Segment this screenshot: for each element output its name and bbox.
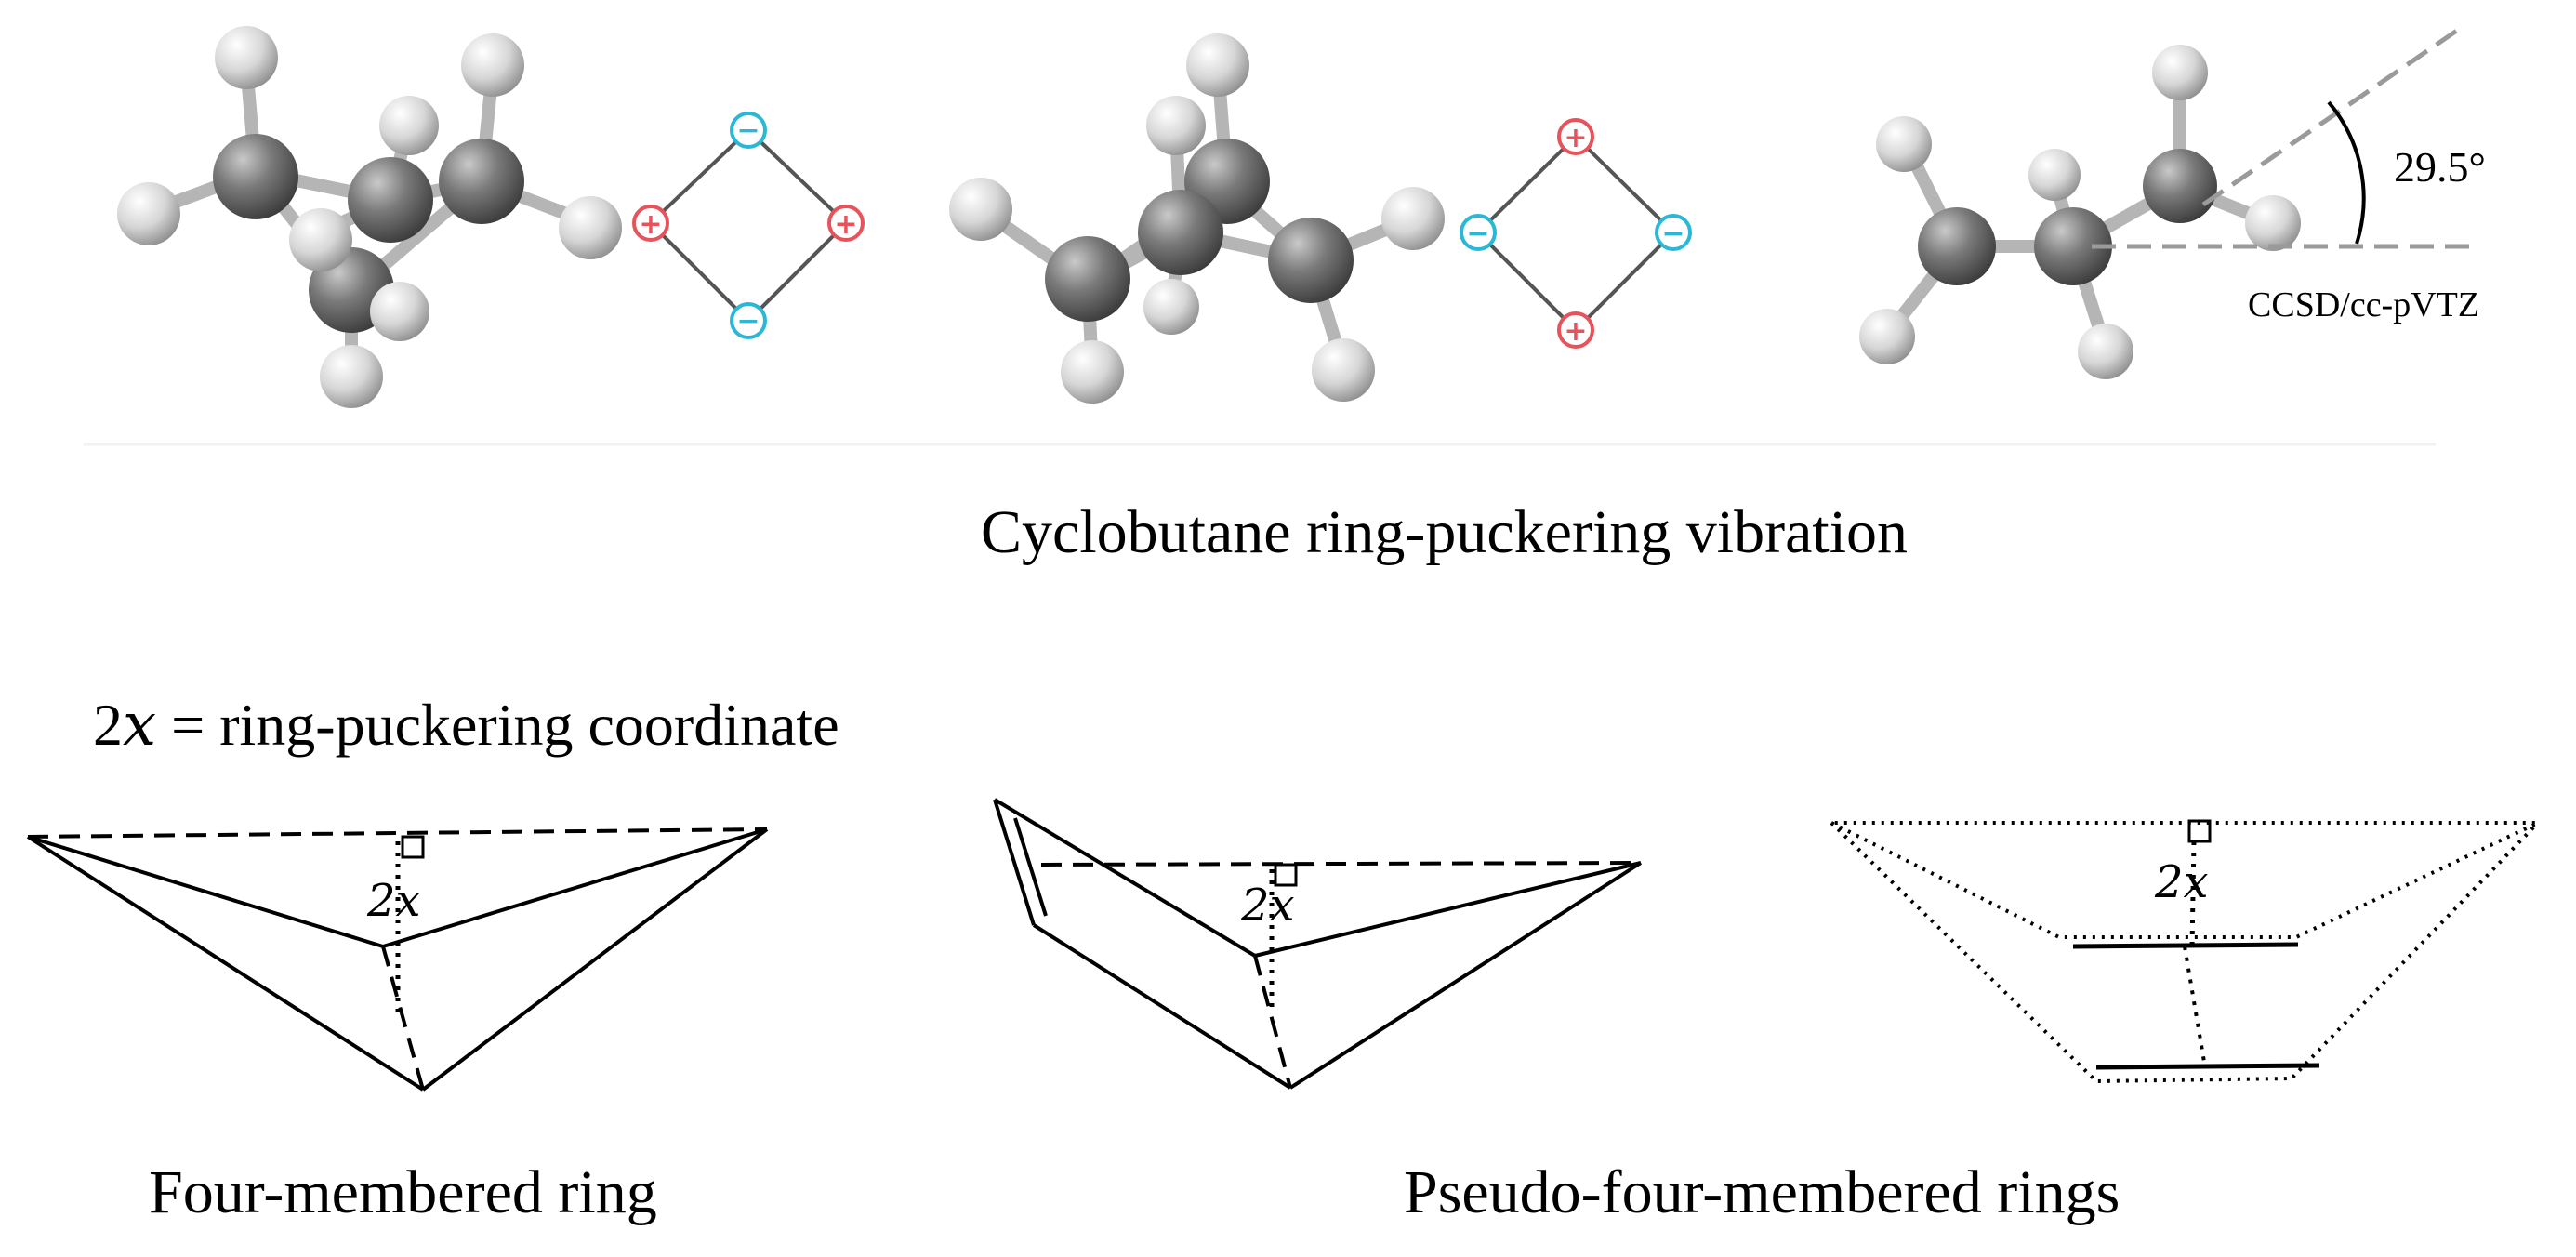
phase-b-top-sign: +: [1564, 122, 1587, 154]
caption-main: Cyclobutane ring-puckering vibration: [981, 498, 1909, 566]
coordinate-prefix: 2: [93, 692, 123, 758]
four-membered-ring-diagram: [26, 827, 769, 1092]
molecule-b: [949, 33, 1445, 404]
phase-b-bottom-sign: +: [1564, 315, 1587, 348]
diagram-label-right: 2x: [2154, 856, 2209, 908]
coordinate-text: = ring-puckering coordinate: [171, 692, 839, 758]
phase-b-right-sign: −: [1661, 218, 1684, 250]
angle-label: 29.5°: [2394, 143, 2486, 191]
caption-pseudo-four-membered-rings: Pseudo-four-membered rings: [1404, 1158, 2120, 1226]
diagram-label-middle: 2x: [1240, 880, 1295, 932]
phase-diagram-a: − + − +: [632, 112, 865, 339]
phase-a-left-sign: +: [639, 208, 662, 241]
molecule-a: [117, 26, 622, 408]
phase-diagram-b: + − + −: [1460, 118, 1692, 349]
pseudo-ring-diagram-2: [1830, 819, 2540, 1084]
top-panel: − + − +: [84, 23, 2486, 446]
coordinate-var: x: [123, 691, 157, 760]
bottom-panel: 2x 2x 2x: [26, 798, 2540, 1092]
phase-a-top-sign: −: [736, 114, 760, 147]
coordinate-definition: 2x = ring-puckering coordinate: [93, 692, 839, 758]
phase-a-right-sign: +: [834, 208, 857, 241]
phase-a-bottom-sign: −: [736, 305, 760, 337]
puckering-angle: [2092, 23, 2477, 249]
phase-b-left-sign: −: [1466, 218, 1489, 250]
pseudo-ring-diagram-1: [993, 798, 1643, 1090]
molecule-c: [1859, 45, 2301, 379]
method-label: CCSD/cc-pVTZ: [2248, 285, 2479, 324]
diagram-label-left: 2x: [366, 875, 421, 927]
caption-four-membered-ring: Four-membered ring: [149, 1158, 657, 1226]
